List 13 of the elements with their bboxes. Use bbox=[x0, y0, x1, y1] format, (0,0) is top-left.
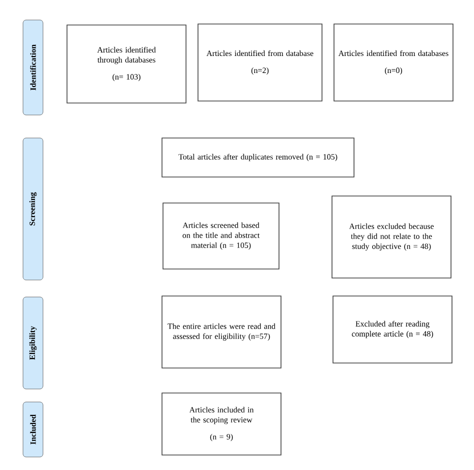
stage-label: Screening bbox=[22, 138, 44, 280]
process-box: Articles excluded because they did not relate to the study objective (n = 48) bbox=[332, 196, 452, 278]
process-box: Articles identified through databases (n= 103) bbox=[66, 24, 186, 104]
process-box: Total articles after duplicates removed (n = 105) bbox=[162, 138, 354, 178]
process-box: Articles identified from database (n=2) bbox=[198, 24, 322, 102]
process-box: The entire articles were read and assessed for eligibility (n=57) bbox=[162, 296, 282, 368]
stage-label: Identification bbox=[22, 20, 44, 116]
process-box: Excluded after reading complete article (n = 48) bbox=[332, 296, 452, 364]
stage-label: Included bbox=[22, 402, 44, 458]
process-box: Articles screened based on the title and abstract material (n = 105) bbox=[162, 202, 280, 270]
stage-label: Eligibility bbox=[22, 296, 44, 390]
process-box: Articles identified from databases (n=0) bbox=[334, 24, 454, 102]
process-box: Articles included in the scoping review (n = 9) bbox=[162, 392, 282, 456]
